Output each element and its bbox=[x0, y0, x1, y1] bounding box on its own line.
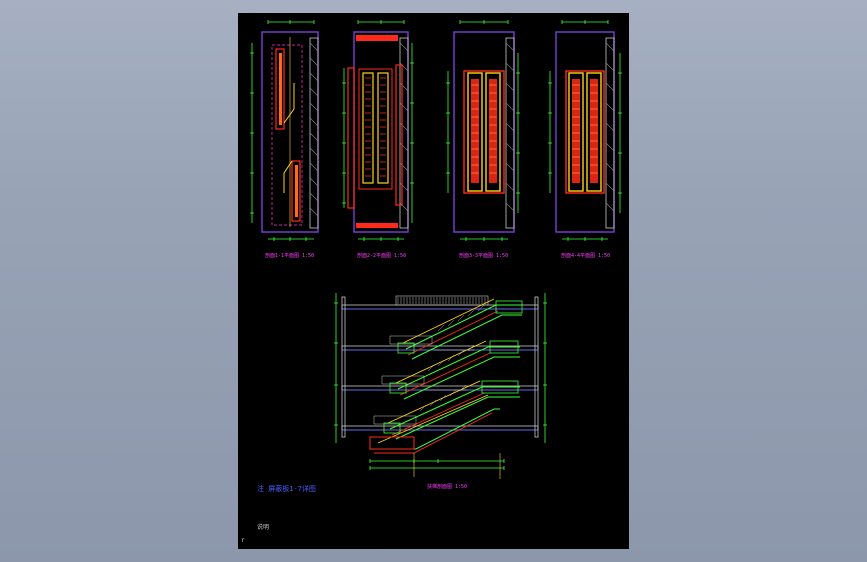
plan-label-3: 剖面3-3平面图 1:50 bbox=[459, 252, 508, 259]
plan-view-1 bbox=[250, 20, 319, 241]
section-view bbox=[334, 293, 547, 479]
section-label: 扶梯剖面图 1:50 bbox=[427, 483, 467, 490]
drawing-sheet: 剖面1-1平面图 1:50 剖面2-2平面图 1:50 bbox=[238, 13, 629, 549]
plan-label-2: 剖面2-2平面图 1:50 bbox=[357, 252, 406, 259]
cad-drawing: 剖面1-1平面图 1:50 剖面2-2平面图 1:50 bbox=[241, 20, 622, 544]
plan-view-3 bbox=[446, 20, 520, 241]
plan-view-2 bbox=[342, 20, 414, 241]
corner-mark: r bbox=[241, 537, 245, 544]
drawing-note: 注 屏蔽板1-7详图 bbox=[257, 484, 316, 493]
stamp-text: 说明 bbox=[257, 523, 269, 531]
plan-label-4: 剖面4-4平面图 1:50 bbox=[561, 252, 610, 259]
plan-view-4 bbox=[548, 20, 622, 241]
plan-label-1: 剖面1-1平面图 1:50 bbox=[265, 252, 314, 259]
